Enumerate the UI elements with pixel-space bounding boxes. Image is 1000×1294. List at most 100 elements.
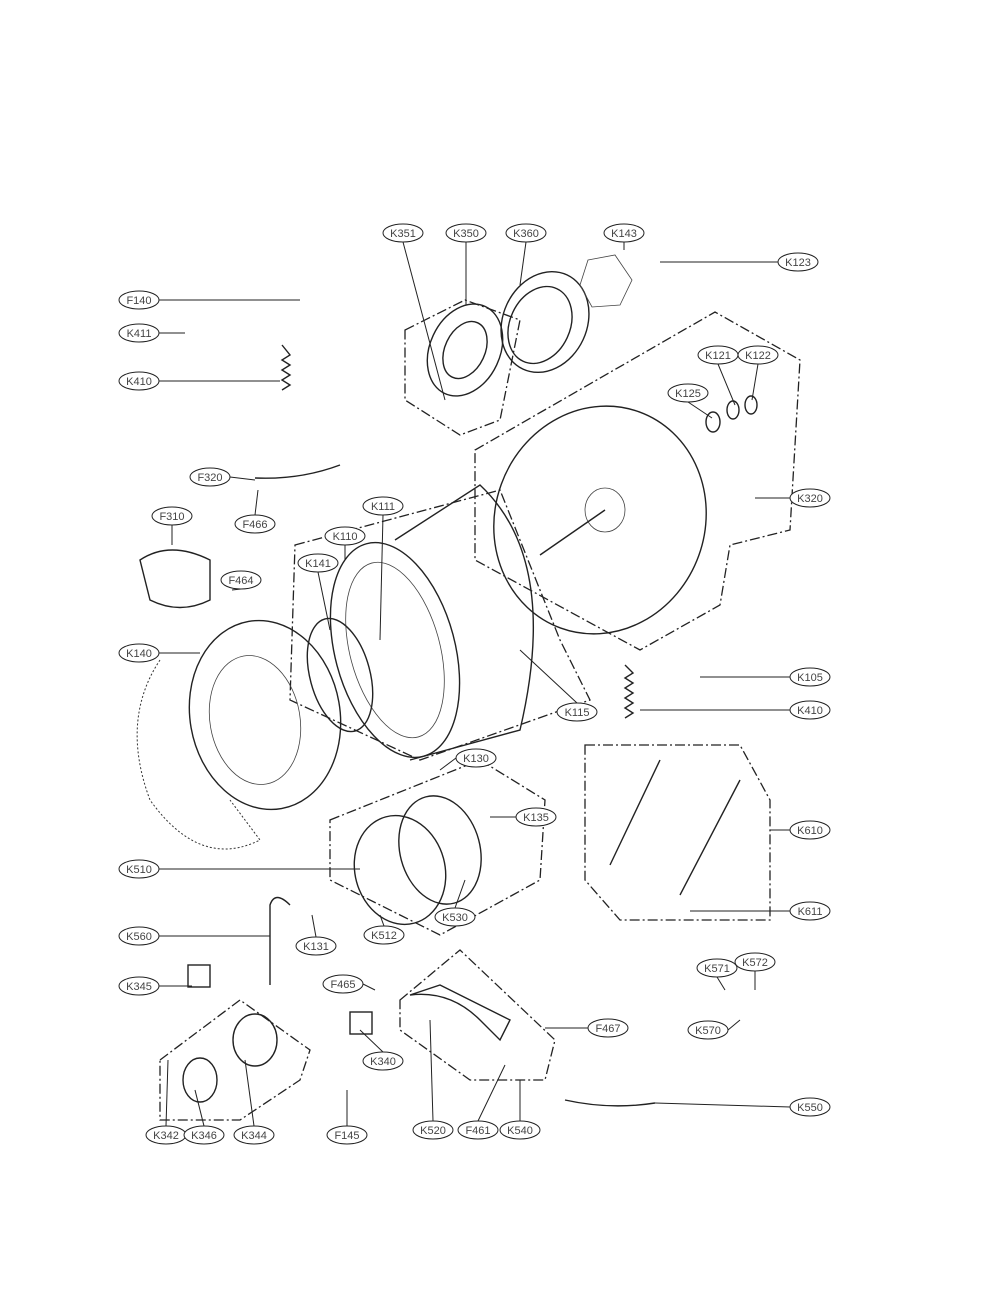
callout-label: F467	[595, 1023, 620, 1035]
damper-1	[609, 759, 661, 866]
motor-group-boundary	[404, 299, 521, 436]
callout-k344: K344	[233, 1059, 275, 1145]
hose-f320	[254, 464, 341, 479]
callout-bubble	[789, 1097, 831, 1117]
callout-bubble	[382, 223, 424, 243]
callout-label: K141	[305, 558, 331, 570]
rear-tub	[493, 405, 707, 635]
callout-label: K512	[371, 930, 397, 942]
drum-front	[329, 541, 461, 759]
pump-filter	[182, 1057, 218, 1103]
callout-bubble	[789, 488, 831, 508]
stator	[426, 303, 504, 397]
leader-line	[254, 489, 259, 516]
callout-bubble	[297, 553, 339, 573]
callout-bubble	[118, 859, 160, 879]
callout-label: K111	[371, 501, 395, 513]
callout-k611: K611	[690, 901, 831, 921]
callout-label: F140	[126, 295, 151, 307]
callout-label: K342	[153, 1130, 179, 1142]
leader-line	[716, 976, 726, 991]
leader-line	[654, 1102, 791, 1108]
callout-bubble	[667, 383, 709, 403]
callout-label: K520	[420, 1125, 446, 1137]
gasket-ring	[398, 795, 482, 905]
leader-line	[477, 1064, 506, 1122]
callout-bubble	[777, 252, 819, 272]
stator-inner	[442, 320, 488, 380]
callout-label: K560	[126, 931, 152, 943]
callout-label: K360	[513, 228, 539, 240]
callout-f465: F465	[322, 974, 376, 994]
callout-k141: K141	[297, 553, 339, 631]
callout-label: K123	[785, 257, 811, 269]
callout-label: F320	[197, 472, 222, 484]
callout-k540: K540	[499, 1080, 541, 1140]
callout-label: K571	[704, 963, 730, 975]
leader-line	[229, 476, 256, 481]
callout-bubble	[118, 290, 160, 310]
pump-housing	[232, 1013, 278, 1067]
rear-tub-hub	[584, 487, 626, 533]
callout-k121: K121	[697, 345, 739, 406]
bearing-k125	[705, 411, 721, 433]
callout-f467: F467	[545, 1018, 629, 1038]
damper-2	[679, 779, 741, 896]
callout-label: K411	[127, 328, 152, 340]
callout-k110: K110	[324, 526, 366, 560]
callout-bubble	[151, 506, 193, 526]
callout-k512: K512	[363, 914, 405, 945]
callout-k320: K320	[755, 488, 831, 508]
callout-k530: K530	[434, 879, 476, 927]
callout-label: K131	[303, 941, 329, 953]
leader-line	[402, 241, 446, 401]
rear-tub-boundary	[474, 311, 801, 651]
callout-label: K510	[126, 864, 152, 876]
callout-bubble	[445, 223, 487, 243]
leader-line	[359, 1029, 384, 1053]
callout-k411: K411	[118, 323, 185, 343]
callout-label: K340	[370, 1056, 396, 1068]
callout-label: K122	[745, 350, 771, 362]
callout-k351: K351	[382, 223, 446, 401]
callout-bubble	[789, 700, 831, 720]
hose-k560	[269, 896, 291, 985]
leader-line	[379, 514, 384, 641]
leader-line	[727, 1019, 741, 1031]
callout-bubble	[455, 748, 497, 768]
leader-line	[439, 757, 457, 771]
front-tub-opening	[208, 655, 302, 785]
callout-label: K350	[453, 228, 479, 240]
callout-label: K135	[523, 812, 549, 824]
leader-line	[751, 363, 759, 401]
callout-label: K105	[797, 672, 823, 684]
callout-label: K550	[797, 1102, 823, 1114]
hex-nut-outline	[579, 254, 633, 308]
callout-bubble	[505, 223, 547, 243]
callout-k410: K410	[118, 371, 280, 391]
callout-label: K125	[675, 388, 701, 400]
callout-label: K351	[390, 228, 416, 240]
callout-k350: K350	[445, 223, 487, 305]
callout-k342: K342	[145, 1059, 187, 1145]
rotor-inner	[507, 285, 573, 365]
callout-k131: K131	[295, 914, 337, 956]
callout-bubble	[362, 1051, 404, 1071]
callout-label: K130	[463, 753, 489, 765]
callout-bubble	[234, 514, 276, 534]
callout-bubble	[326, 1125, 368, 1145]
leader-line	[244, 1059, 255, 1127]
callout-k410: K410	[640, 700, 831, 720]
bearing-k122	[744, 395, 758, 415]
callout-label: K143	[611, 228, 637, 240]
callout-label: F465	[330, 979, 355, 991]
callout-bubble	[687, 1020, 729, 1040]
callout-bubble	[789, 820, 831, 840]
callout-bubble	[737, 345, 779, 365]
leader-line	[687, 401, 713, 419]
drain-pump-valve	[187, 964, 211, 988]
bearing-k121	[726, 400, 740, 420]
valve-k340	[349, 1011, 373, 1035]
